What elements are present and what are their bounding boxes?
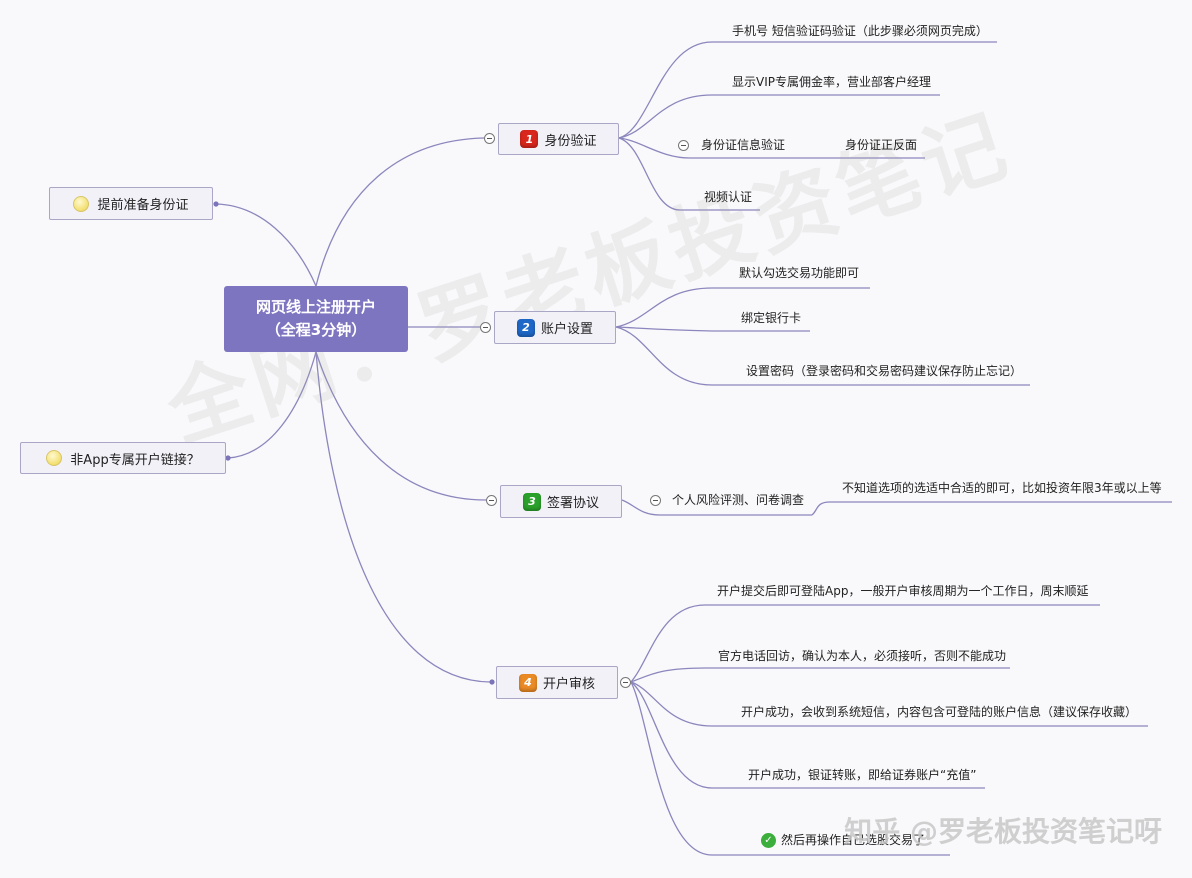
- central-topic-line2: （全程3分钟）: [265, 321, 367, 339]
- connector-step4-child-1: [630, 604, 706, 683]
- step-number-badge-4: 4: [518, 673, 537, 692]
- connector-dot-left-2: [225, 455, 231, 461]
- connector-center-step-1: [315, 137, 485, 287]
- connector-step4-child-5: [630, 681, 713, 856]
- leaf-start-trading[interactable]: 然后再操作自己选股交易了: [781, 833, 926, 847]
- connector-step3-child-1: [621, 499, 661, 516]
- collapse-toggle-step-1[interactable]: [484, 133, 495, 144]
- connector-step2-child-2: [615, 326, 713, 332]
- connector-step4-child-2: [630, 667, 706, 683]
- leaf-sms-account-info[interactable]: 开户成功，会收到系统短信，内容包含可登陆的账户信息（建议保存收藏）: [741, 705, 1138, 719]
- central-topic-line1: 网页线上注册开户: [255, 298, 376, 316]
- connector-step4-child-3: [630, 681, 713, 727]
- step-node-4[interactable]: 4 开户审核: [496, 666, 618, 699]
- collapse-toggle-id-verify[interactable]: [678, 140, 689, 151]
- leaf-risk-survey[interactable]: 个人风险评测、问卷调查: [672, 493, 805, 507]
- leaf-phone-callback[interactable]: 官方电话回访，确认为本人，必须接听，否则不能成功: [718, 649, 1007, 663]
- step-node-2[interactable]: 2 账户设置: [494, 311, 616, 344]
- collapse-toggle-step-2[interactable]: [480, 322, 491, 333]
- leaf-id-verify[interactable]: 身份证信息验证: [701, 138, 786, 152]
- step-label-1: 身份验证: [544, 133, 597, 149]
- connector-dot-left-1: [213, 201, 219, 207]
- leaf-sms-verify[interactable]: 手机号 短信验证码验证（此步骤必须网页完成）: [732, 24, 988, 38]
- leaf-survey-tip[interactable]: 不知道选项的选适中合适的即可，比如投资年限3年或以上等: [842, 481, 1162, 495]
- leaf-bank-transfer[interactable]: 开户成功，银证转账，即给证券账户“充值”: [748, 768, 977, 782]
- left-topic-prepare-id[interactable]: 提前准备身份证: [49, 187, 213, 220]
- leaf-vip-rate[interactable]: 显示VIP专属佣金率，营业部客户经理: [732, 75, 931, 89]
- connector-survey-tip: [811, 501, 831, 516]
- connector-step4-child-4: [630, 681, 713, 789]
- step-label-3: 签署协议: [546, 496, 599, 511]
- collapse-toggle-risk-survey[interactable]: [650, 495, 661, 506]
- left-topic-label: 非App专属开户链接？: [70, 452, 200, 468]
- connector-dot-step-4: [489, 679, 495, 685]
- left-topic-label: 提前准备身份证: [97, 198, 189, 213]
- leaf-default-trade[interactable]: 默认勾选交易功能即可: [739, 266, 860, 280]
- step-label-2: 账户设置: [540, 322, 593, 337]
- connector-step2-child-3: [615, 326, 713, 386]
- step-node-3[interactable]: 3 签署协议: [500, 485, 622, 518]
- lightbulb-icon: [73, 195, 90, 212]
- leaf-id-card-sides[interactable]: 身份证正反面: [845, 138, 918, 152]
- left-topic-app-link[interactable]: 非App专属开户链接？: [20, 442, 226, 474]
- connector-center-left-2: [227, 351, 317, 459]
- step-label-4: 开户审核: [542, 677, 595, 692]
- connector-step1-child-1: [618, 41, 713, 139]
- leaf-set-password[interactable]: 设置密码（登录密码和交易密码建议保存防止忘记）: [746, 364, 1023, 378]
- connector-center-step-3: [315, 351, 487, 501]
- step-number-badge-3: 3: [522, 492, 541, 511]
- connector-step1-child-4: [618, 137, 681, 211]
- step-number-badge-1: 1: [520, 130, 539, 148]
- checkmark-icon: ✓: [761, 833, 776, 848]
- lightbulb-icon: [46, 450, 63, 466]
- step-node-1[interactable]: 1 身份验证: [498, 123, 619, 155]
- leaf-review-cycle[interactable]: 开户提交后即可登陆App，一般开户审核周期为一个工作日，周末顺延: [717, 584, 1089, 598]
- connector-center-step-4: [315, 351, 491, 683]
- connector-center-left-1: [215, 203, 317, 287]
- central-topic[interactable]: 网页线上注册开户 （全程3分钟）: [224, 286, 408, 352]
- collapse-toggle-step-3[interactable]: [486, 495, 497, 506]
- connector-step1-child-2: [618, 94, 713, 139]
- leaf-bind-bank[interactable]: 绑定银行卡: [741, 311, 802, 325]
- step-number-badge-2: 2: [516, 318, 535, 337]
- connector-step1-child-3: [618, 137, 691, 159]
- leaf-video-auth[interactable]: 视频认证: [704, 190, 753, 204]
- collapse-toggle-step-4[interactable]: [620, 677, 631, 688]
- connector-step2-child-1: [615, 287, 713, 328]
